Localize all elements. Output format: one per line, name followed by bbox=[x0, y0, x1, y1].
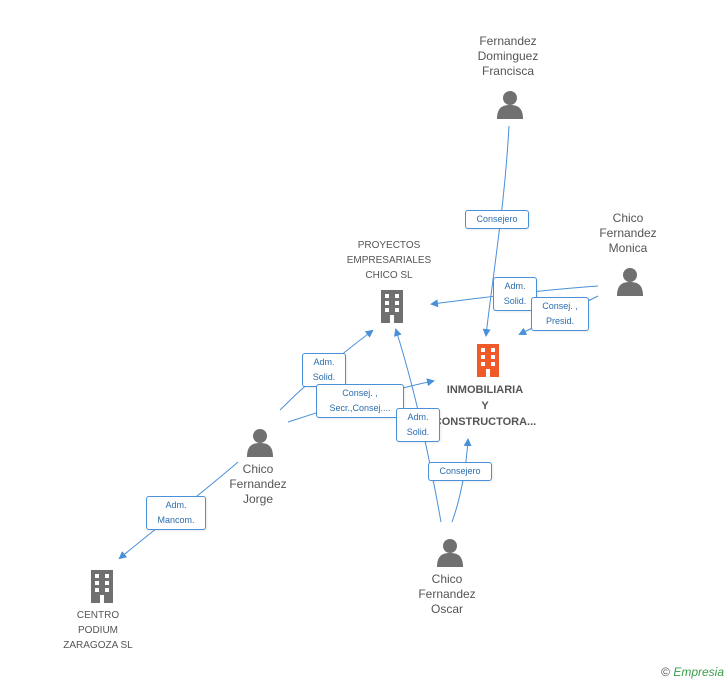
building-icon[interactable] bbox=[377, 289, 407, 323]
relation-badge-consejero[interactable]: Consejero bbox=[428, 462, 492, 481]
person-icon[interactable] bbox=[616, 266, 644, 296]
brand-name: Empresia bbox=[673, 665, 724, 679]
footer-brand: © Empresia bbox=[661, 665, 724, 679]
relation-badge-consej-secr[interactable]: Consej. , Secr.,Consej.... bbox=[316, 384, 404, 418]
relation-badge-adm-mancom[interactable]: Adm. Mancom. bbox=[146, 496, 206, 530]
person-icon[interactable] bbox=[436, 537, 464, 567]
relation-badge-adm-solid[interactable]: Adm. Solid. bbox=[302, 353, 346, 387]
node-label-fernandez-dominguez: Fernandez Dominguez Francisca bbox=[477, 34, 539, 78]
relation-badge-adm-solid[interactable]: Adm. Solid. bbox=[493, 277, 537, 311]
node-label-chico-jorge: Chico Fernandez Jorge bbox=[229, 462, 287, 506]
node-label-inmobiliaria: INMOBILIARIA Y CONSTRUCTORA... bbox=[433, 384, 537, 428]
node-label-proyectos: PROYECTOS EMPRESARIALES CHICO SL bbox=[346, 240, 432, 281]
node-label-centro-podium: CENTRO PODIUM ZARAGOZA SL bbox=[63, 610, 133, 651]
node-label-chico-monica: Chico Fernandez Monica bbox=[599, 211, 657, 255]
edge-consejero-dominguez bbox=[482, 125, 510, 337]
copyright-icon: © bbox=[661, 665, 670, 679]
building-icon[interactable] bbox=[87, 569, 117, 603]
person-icon[interactable] bbox=[246, 427, 274, 457]
node-label-chico-oscar: Chico Fernandez Oscar bbox=[418, 572, 476, 616]
relation-badge-adm-solid[interactable]: Adm. Solid. bbox=[396, 408, 440, 442]
person-icon[interactable] bbox=[496, 89, 524, 119]
relation-badge-consej-presid[interactable]: Consej. , Presid. bbox=[531, 297, 589, 331]
relation-badge-consejero[interactable]: Consejero bbox=[465, 210, 529, 229]
edge-consejero-oscar bbox=[451, 438, 472, 523]
main-building-icon[interactable] bbox=[473, 343, 503, 377]
